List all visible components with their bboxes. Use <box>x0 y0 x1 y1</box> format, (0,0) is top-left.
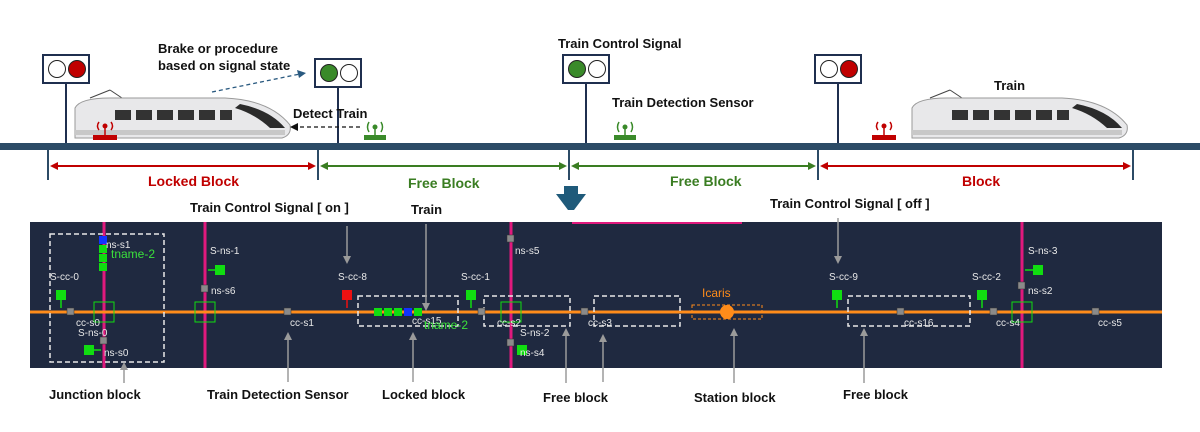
label-icaris: Icaris <box>702 286 731 300</box>
callout-free-block-1: Free block <box>543 390 609 405</box>
callout-train: Train <box>411 202 443 217</box>
callout-station-block: Station block <box>694 390 776 405</box>
block-label-1: Locked Block <box>148 173 240 189</box>
label-ns-s5: ns-s5 <box>515 246 540 257</box>
label-s-ns-2: S-ns-2 <box>520 328 550 339</box>
label-cc-s4: cc-s4 <box>996 318 1020 329</box>
label-tname-2-top: tname-2 <box>111 247 156 261</box>
label-s-ns-1: S-ns-1 <box>210 246 240 257</box>
right-sensor-icon <box>872 121 896 140</box>
signal-1-lamp-2 <box>68 60 86 78</box>
callout-free-block-2: Free block <box>843 387 909 402</box>
signal-3 <box>562 54 610 84</box>
rail-track <box>0 143 1200 150</box>
block-arrow-1 <box>50 162 316 170</box>
signal-2-lamp-1 <box>320 64 338 82</box>
label-cc-s16: cc-s16 <box>904 318 934 329</box>
signal-1-pole <box>65 84 67 143</box>
down-arrow-icon <box>556 186 586 210</box>
label-s-ns-0: S-ns-0 <box>78 328 108 339</box>
label-tname-2-bottom: tname-2 <box>424 318 469 332</box>
signal-4-pole <box>837 84 839 143</box>
signal-4-lamp-1 <box>820 60 838 78</box>
train-left-sensor-icon <box>93 121 117 140</box>
brake-arrow <box>211 70 306 93</box>
label-cc-s5: cc-s5 <box>1098 318 1122 329</box>
callout-train-detection-sensor: Train Detection Sensor <box>207 387 349 402</box>
signal-3-lamp-2 <box>588 60 606 78</box>
signal-2 <box>314 58 362 88</box>
label-ns-s2: ns-s2 <box>1028 286 1053 297</box>
callout-signal-off: Train Control Signal [ off ] <box>770 196 930 211</box>
train-control-signal-label: Train Control Signal <box>558 36 682 51</box>
top-graphics <box>47 70 1134 210</box>
train-detection-sensor-label: Train Detection Sensor <box>612 95 754 110</box>
block-label-4: Block <box>962 173 1001 189</box>
label-cc-s2: cc-s2 <box>497 318 521 329</box>
block-label-2: Free Block <box>408 175 480 191</box>
detection-sensor-icon-1 <box>364 121 386 140</box>
signal-3-lamp-1 <box>568 60 586 78</box>
signal-1 <box>42 54 90 84</box>
signal-4-lamp-2 <box>840 60 858 78</box>
label-cc-s1: cc-s1 <box>290 318 314 329</box>
callout-locked-block: Locked block <box>382 387 466 402</box>
label-s-cc-2: S-cc-2 <box>972 272 1001 283</box>
label-ns-s6: ns-s6 <box>211 286 236 297</box>
label-s-cc-0: S-cc-0 <box>50 272 79 283</box>
block-arrow-4 <box>820 162 1131 170</box>
signal-1-lamp-1 <box>48 60 66 78</box>
block-arrow-3 <box>571 162 816 170</box>
signal-2-pole <box>337 88 339 143</box>
signal-3-pole <box>585 84 587 143</box>
train-label: Train <box>994 78 1026 93</box>
simulation-panel <box>30 222 1162 368</box>
label-s-ns-3: S-ns-3 <box>1028 246 1058 257</box>
label-ns-s1: ns-s1 <box>106 240 131 251</box>
signal-4 <box>814 54 862 84</box>
label-cc-s3: cc-s3 <box>588 318 612 329</box>
callout-signal-on: Train Control Signal [ on ] <box>190 200 349 215</box>
signal-2-lamp-2 <box>340 64 358 82</box>
label-ns-s4: ns-s4 <box>520 348 545 359</box>
label-ns-s0: ns-s0 <box>104 348 129 359</box>
detect-train-arrow <box>290 123 360 131</box>
label-s-cc-9: S-cc-9 <box>829 272 858 283</box>
block-arrow-2 <box>320 162 567 170</box>
label-s-cc-1: S-cc-1 <box>461 272 490 283</box>
label-cc-s15: cc-s15 <box>412 316 442 327</box>
detection-sensor-icon-2 <box>614 121 636 140</box>
brake-label: Brake or procedure based on signal state <box>158 41 291 73</box>
block-label-3: Free Block <box>670 173 742 189</box>
callout-junction-block: Junction block <box>49 387 141 402</box>
label-s-cc-8: S-cc-8 <box>338 272 367 283</box>
label-cc-s0: cc-s0 <box>76 318 100 329</box>
detect-train-label: Detect Train <box>293 106 368 121</box>
train-left-image <box>74 89 291 139</box>
train-right-image <box>911 89 1128 139</box>
